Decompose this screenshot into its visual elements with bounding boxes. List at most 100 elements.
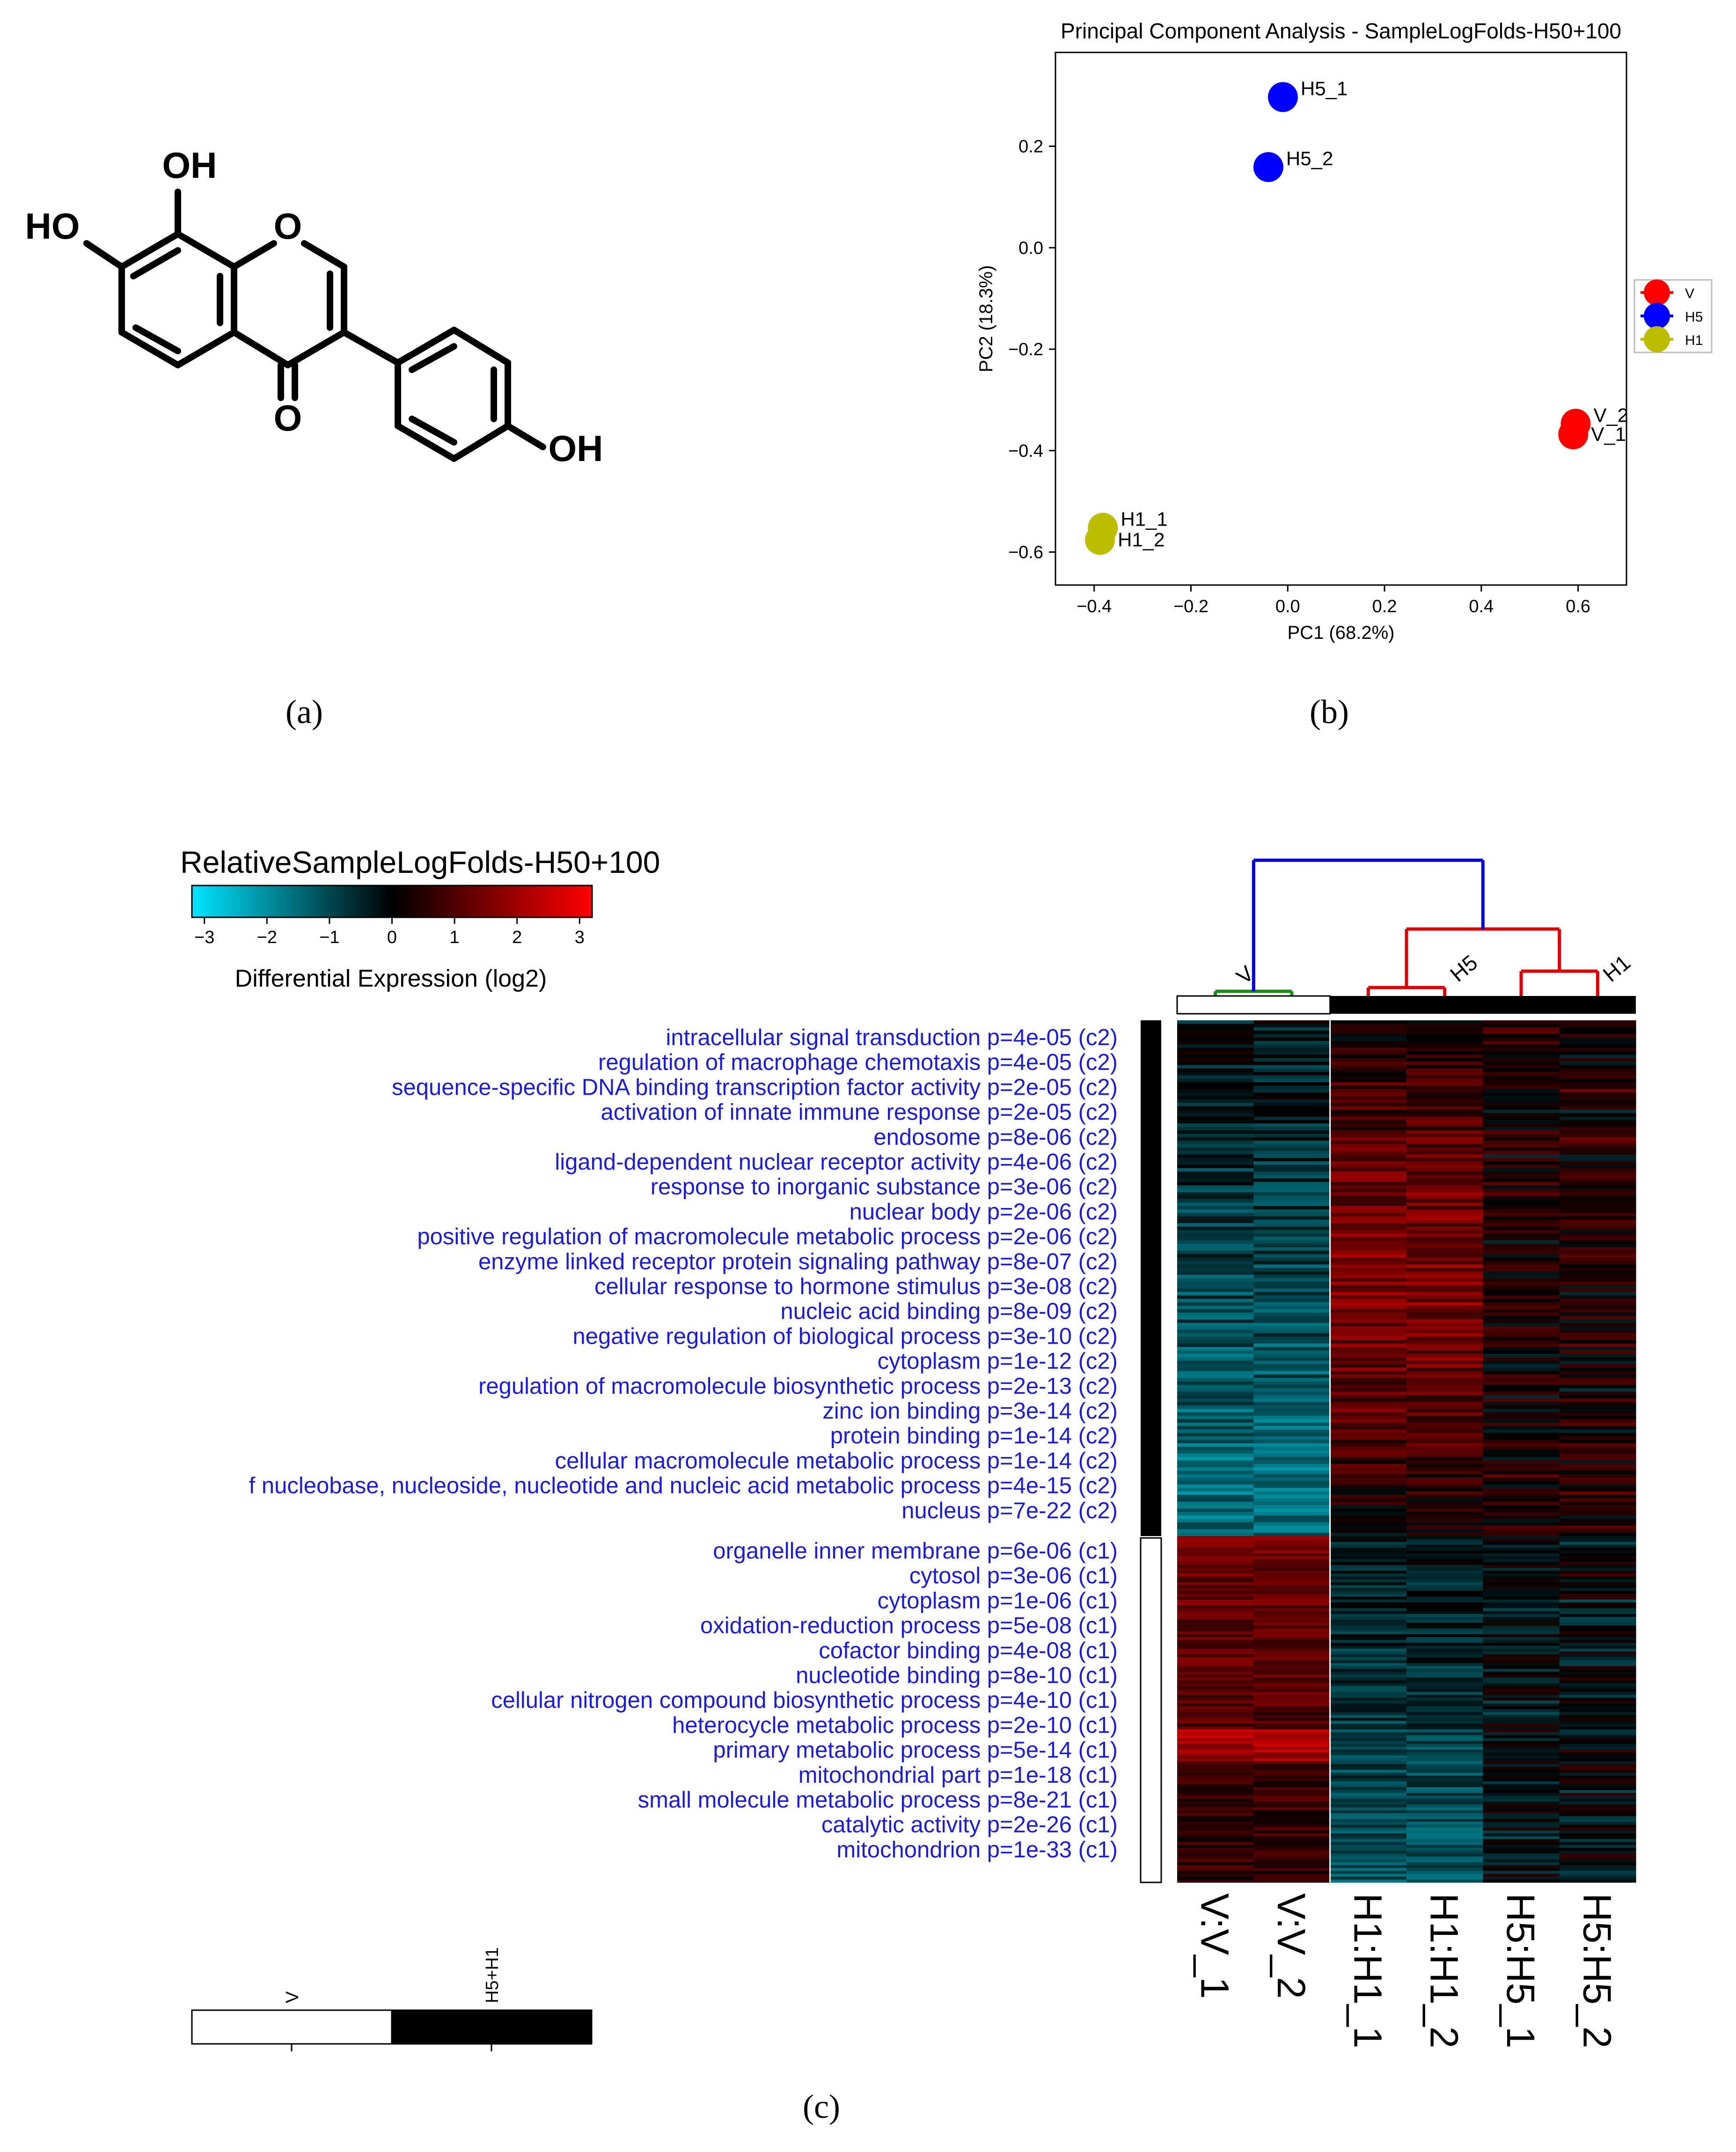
heatmap-cell (1406, 1478, 1483, 1482)
heatmap-cell (1483, 1594, 1560, 1597)
heatmap-cell (1483, 1706, 1560, 1710)
heatmap-cell (1483, 1591, 1560, 1594)
heatmap-cell (1483, 1698, 1560, 1701)
heatmap-cell (1330, 1072, 1407, 1076)
heatmap-cell (1559, 1357, 1636, 1361)
heatmap-cell (1559, 1772, 1636, 1776)
heatmap-cell (1406, 1712, 1483, 1715)
heatmap-cell (1253, 1836, 1331, 1840)
heatmap-cell (1483, 1853, 1560, 1857)
heatmap-cell (1330, 1240, 1407, 1244)
heatmap-cell (1406, 1680, 1483, 1684)
heatmap-cell (1483, 1457, 1560, 1461)
heatmap-cell (1330, 1715, 1407, 1719)
heatmap-cell (1406, 1027, 1483, 1031)
heatmap-cell (1483, 1027, 1560, 1031)
heatmap-cell (1330, 1037, 1407, 1041)
heatmap-cell (1177, 1106, 1254, 1110)
term-label-c2: regulation of macrophage chemotaxis p=4e… (598, 1050, 1118, 1075)
heatmap-cell (1406, 1368, 1483, 1371)
term-label-c2: sequence-specific DNA binding transcript… (392, 1075, 1118, 1100)
heatmap-cell (1177, 1547, 1254, 1551)
heatmap-cell (1559, 1415, 1636, 1420)
heatmap-cell (1330, 1484, 1407, 1488)
heatmap-cell (1406, 1357, 1483, 1361)
heatmap-cell (1253, 1749, 1331, 1753)
heatmap-cell (1559, 1092, 1636, 1097)
heatmap-cell (1253, 1781, 1331, 1785)
pca-x-axis-label: PC1 (68.2%) (1288, 622, 1395, 643)
heatmap-cell (1330, 1625, 1407, 1629)
heatmap-cell (1177, 1161, 1254, 1165)
heatmap-cell (1253, 1037, 1331, 1041)
heatmap-cell (1559, 1689, 1636, 1692)
heatmap-cell (1559, 1457, 1636, 1461)
heatmap-cell (1483, 1134, 1560, 1138)
heatmap-cell (1253, 1257, 1331, 1261)
heatmap-cell (1330, 1542, 1407, 1545)
heatmap-cell (1330, 1223, 1407, 1227)
heatmap-cell (1330, 1562, 1407, 1566)
heatmap-cell (1330, 1594, 1407, 1597)
heatmap-cell (1330, 1068, 1407, 1072)
heatmap-cell (1330, 1634, 1407, 1638)
heatmap-cell (1483, 1044, 1560, 1048)
heatmap-cell (1483, 1464, 1560, 1468)
heatmap-cell (1483, 1532, 1560, 1537)
heatmap-cell (1559, 1799, 1636, 1802)
heatmap-cell (1559, 1677, 1636, 1681)
heatmap-cell (1406, 1848, 1483, 1851)
heatmap-cell (1253, 1099, 1331, 1103)
heatmap-cell (1330, 1130, 1407, 1135)
heatmap-cell (1330, 1804, 1407, 1808)
heatmap-cell (1253, 1651, 1331, 1655)
heatmap-cell (1253, 1199, 1331, 1203)
heatmap-cell (1406, 1223, 1483, 1227)
heatmap-cell (1483, 1333, 1560, 1337)
heatmap-cell (1330, 1617, 1407, 1620)
heatmap-cell (1253, 1585, 1331, 1588)
bond (409, 343, 457, 373)
heatmap-cell (1406, 1602, 1483, 1606)
heatmap-cell (1406, 1779, 1483, 1782)
heatmap-cell (1177, 1037, 1254, 1041)
heatmap-cell (1559, 1741, 1636, 1744)
heatmap-cell (1559, 1020, 1636, 1024)
heatmap-cell (1177, 1559, 1254, 1563)
heatmap-cell (1253, 1244, 1331, 1248)
term-label-c1: cytoplasm p=1e-06 (c1) (878, 1588, 1118, 1613)
heatmap-cell (1330, 1031, 1407, 1034)
heatmap-cell (1559, 1330, 1636, 1334)
heatmap-cell (1177, 1467, 1254, 1471)
heatmap-cell (1253, 1274, 1331, 1279)
heatmap-cell (1406, 1515, 1483, 1519)
heatmap-cell (1559, 1230, 1636, 1234)
heatmap-cell (1253, 1669, 1331, 1672)
heatmap-cell (1406, 1378, 1483, 1382)
heatmap-cell (1330, 1141, 1407, 1145)
heatmap-cell (1483, 1185, 1560, 1189)
heatmap-cell (1330, 1640, 1407, 1643)
heatmap-cell (1177, 1874, 1254, 1877)
heatmap-cell (1483, 1474, 1560, 1478)
heatmap-cell (1559, 1326, 1636, 1330)
heatmap-cell (1483, 1579, 1560, 1583)
heatmap-cell (1483, 1767, 1560, 1771)
heatmap-cell (1559, 1113, 1636, 1117)
heatmap-cell (1406, 1741, 1483, 1744)
atom-label-oh-top: OH (162, 145, 217, 186)
heatmap-cell (1406, 1804, 1483, 1808)
heatmap-cell (1253, 1422, 1331, 1427)
heatmap-cell (1406, 1859, 1483, 1863)
colorbar-tick-label: −1 (319, 928, 339, 947)
heatmap-cell (1253, 1233, 1331, 1237)
heatmap-cell (1483, 1130, 1560, 1135)
heatmap-cell (1253, 1381, 1331, 1385)
heatmap-cell (1406, 1347, 1483, 1351)
heatmap-cell (1483, 1078, 1560, 1083)
heatmap-cell (1483, 1729, 1560, 1733)
heatmap-cell (1253, 1202, 1331, 1207)
heatmap-cell (1177, 1851, 1254, 1854)
heatmap-cell (1559, 1556, 1636, 1559)
heatmap-cell (1483, 1508, 1560, 1513)
